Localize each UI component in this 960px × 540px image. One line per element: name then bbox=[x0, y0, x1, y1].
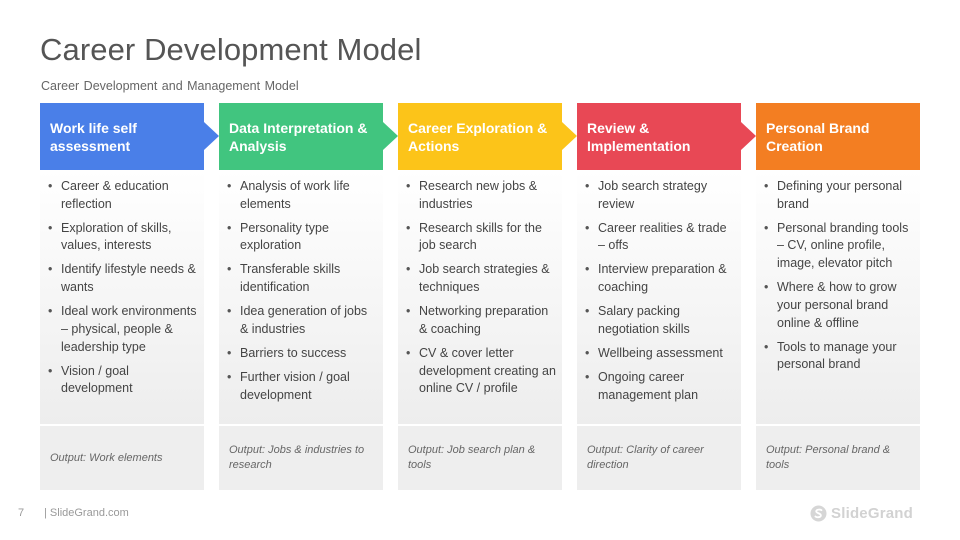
stage-item: Interview preparation & coaching bbox=[585, 261, 735, 296]
stage-item: Research new jobs & industries bbox=[406, 178, 556, 213]
stage-item: Barriers to success bbox=[227, 345, 377, 363]
stage-output: Output: Clarity of career direction bbox=[577, 426, 741, 490]
stage-header: Personal Brand Creation bbox=[756, 103, 920, 170]
stage-body: Analysis of work life elementsPersonalit… bbox=[219, 170, 383, 424]
stage-item: Wellbeing assessment bbox=[585, 345, 735, 363]
career-model-stages: Work life self assessment Career & educa… bbox=[40, 103, 920, 490]
arrow-right-icon bbox=[562, 122, 577, 150]
stage-item: Career & education reflection bbox=[48, 178, 198, 213]
stage-item: Where & how to grow your personal brand … bbox=[764, 279, 914, 332]
stage-body: Career & education reflectionExploration… bbox=[40, 170, 204, 424]
stage-item-list: Analysis of work life elementsPersonalit… bbox=[227, 178, 377, 404]
arrow-right-icon bbox=[741, 122, 756, 150]
stage-item-list: Research new jobs & industriesResearch s… bbox=[406, 178, 556, 398]
stage-item: Identify lifestyle needs & wants bbox=[48, 261, 198, 296]
stage-item: Ongoing career management plan bbox=[585, 369, 735, 404]
stage-header: Work life self assessment bbox=[40, 103, 204, 170]
stage-column: Personal Brand Creation Defining your pe… bbox=[756, 103, 920, 490]
arrow-right-icon bbox=[383, 122, 398, 150]
stage-item: Personal branding tools – CV, online pro… bbox=[764, 220, 914, 273]
stage-item-list: Job search strategy reviewCareer realiti… bbox=[585, 178, 735, 404]
stage-item: Defining your personal brand bbox=[764, 178, 914, 213]
stage-header: Data Interpretation & Analysis bbox=[219, 103, 383, 170]
stage-column: Work life self assessment Career & educa… bbox=[40, 103, 219, 490]
stage-header: Review & Implementation bbox=[577, 103, 741, 170]
page-number: 7 bbox=[18, 507, 25, 519]
stage-body: Defining your personal brandPersonal bra… bbox=[756, 170, 920, 424]
slidegrand-logo: SlideGrand bbox=[810, 505, 913, 522]
stage-item: Salary packing negotiation skills bbox=[585, 303, 735, 338]
stage-column: Review & Implementation Job search strat… bbox=[577, 103, 756, 490]
stage-item: Exploration of skills, values, interests bbox=[48, 220, 198, 255]
stage-item: Job search strategy review bbox=[585, 178, 735, 213]
stage-item: Vision / goal development bbox=[48, 363, 198, 398]
stage-item: Tools to manage your personal brand bbox=[764, 339, 914, 374]
stage-item: Research skills for the job search bbox=[406, 220, 556, 255]
stage-output: Output: Job search plan & tools bbox=[398, 426, 562, 490]
stage-item: Networking preparation & coaching bbox=[406, 303, 556, 338]
stage-column: Career Exploration & Actions Research ne… bbox=[398, 103, 577, 490]
stage-item: Analysis of work life elements bbox=[227, 178, 377, 213]
stage-item: Ideal work environments – physical, peop… bbox=[48, 303, 198, 356]
stage-item: Job search strategies & techniques bbox=[406, 261, 556, 296]
stage-item: Idea generation of jobs & industries bbox=[227, 303, 377, 338]
stage-item: Career realities & trade – offs bbox=[585, 220, 735, 255]
stage-item: Transferable skills identification bbox=[227, 261, 377, 296]
stage-item-list: Career & education reflectionExploration… bbox=[48, 178, 198, 398]
slide-title: Career Development Model bbox=[40, 32, 422, 67]
stage-output: Output: Work elements bbox=[40, 426, 204, 490]
arrow-right-icon bbox=[204, 122, 219, 150]
stage-column: Data Interpretation & Analysis Analysis … bbox=[219, 103, 398, 490]
stage-item: CV & cover letter development creating a… bbox=[406, 345, 556, 398]
slidegrand-logo-icon bbox=[810, 505, 827, 522]
stage-body: Research new jobs & industriesResearch s… bbox=[398, 170, 562, 424]
stage-body: Job search strategy reviewCareer realiti… bbox=[577, 170, 741, 424]
stage-output: Output: Jobs & industries to research bbox=[219, 426, 383, 490]
stage-item-list: Defining your personal brandPersonal bra… bbox=[764, 178, 914, 374]
stage-output: Output: Personal brand & tools bbox=[756, 426, 920, 490]
stage-item: Further vision / goal development bbox=[227, 369, 377, 404]
stage-item: Personality type exploration bbox=[227, 220, 377, 255]
footer-site-link: | SlideGrand.com bbox=[44, 507, 129, 519]
stage-header: Career Exploration & Actions bbox=[398, 103, 562, 170]
logo-wordmark: SlideGrand bbox=[831, 505, 914, 522]
slide-subtitle: Career Development and Management Model bbox=[41, 79, 299, 93]
